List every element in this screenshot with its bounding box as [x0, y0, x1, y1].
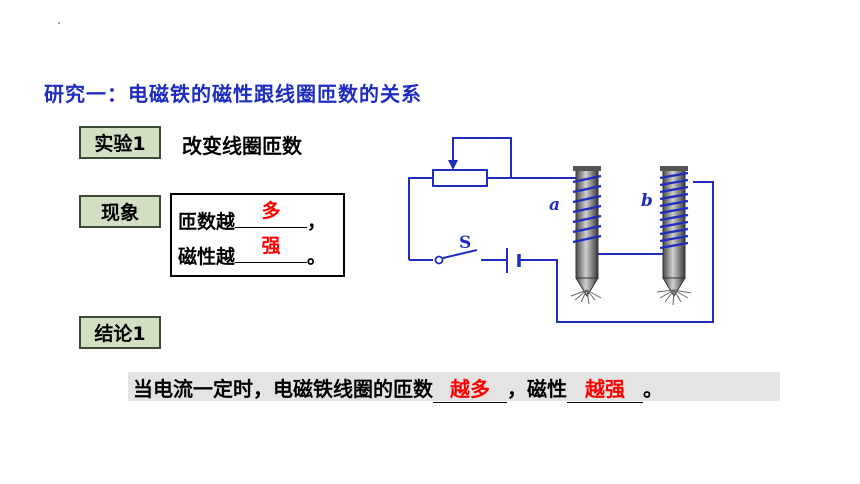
rheostat-slider	[448, 160, 458, 170]
phenomenon-line-1: 匝数越 多 ，	[178, 200, 327, 234]
phenomenon-line-1-suffix: ，	[307, 211, 327, 233]
phenomenon-line-1-prefix: 匝数越	[178, 211, 236, 233]
conclusion-answer-2: 越强	[567, 373, 643, 403]
conclusion-middle: ，磁性	[507, 377, 567, 401]
electromagnet-a	[570, 166, 602, 305]
phenomenon-blank-2: 强	[235, 235, 308, 263]
phenomenon-line-2-prefix: 磁性越	[178, 246, 236, 268]
decorative-dot	[58, 22, 60, 24]
experiment-tag: 实验1	[79, 126, 161, 159]
section-title: 研究一：电磁铁的磁性跟线圈匝数的关系	[44, 82, 422, 106]
phenomenon-answer-1: 多	[261, 200, 281, 222]
conclusion-prefix: 当电流一定时，电磁铁线圈的匝数	[133, 377, 433, 401]
conclusion-bar	[128, 372, 780, 401]
label-s: S	[459, 233, 471, 253]
phenomenon-blank-1: 多	[235, 200, 308, 228]
conclusion-answer-1: 越多	[433, 373, 507, 403]
conclusion-suffix: 。	[643, 377, 663, 401]
phenomenon-line-2-suffix: 。	[307, 246, 327, 268]
phenomenon-tag: 现象	[79, 195, 161, 228]
phenomenon-box: 匝数越 多 ， 磁性越 强 。	[170, 193, 345, 277]
phenomenon-answer-2: 强	[261, 235, 281, 257]
circuit-wires	[408, 137, 714, 323]
conclusion-tag: 结论1	[79, 316, 161, 349]
experiment-text: 改变线圈匝数	[182, 134, 302, 158]
label-b: b	[641, 191, 653, 211]
label-a: a	[549, 195, 560, 215]
phenomenon-line-2: 磁性越 强 。	[178, 235, 327, 269]
rheostat	[432, 169, 488, 187]
switch-contact	[434, 255, 444, 265]
conclusion-text: 当电流一定时，电磁铁线圈的匝数 越多 ，磁性 越强 。	[133, 373, 663, 403]
circuit-diagram: a b S	[408, 137, 714, 323]
electromagnet-b	[656, 166, 692, 306]
